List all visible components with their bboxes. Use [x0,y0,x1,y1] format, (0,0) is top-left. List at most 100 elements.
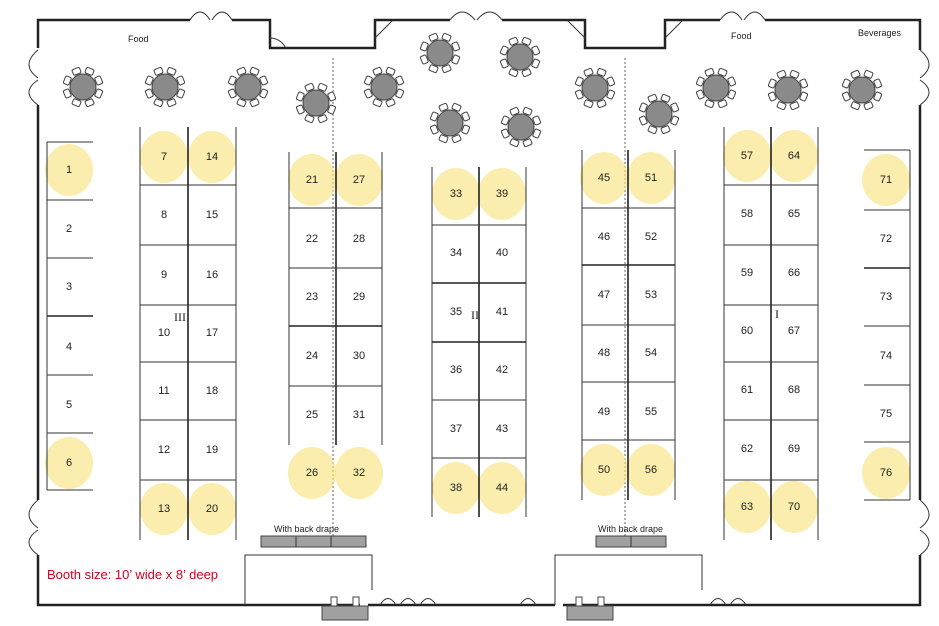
booth-13[interactable]: 13 [158,503,170,515]
booth-62[interactable]: 62 [741,443,753,455]
booth-8[interactable]: 8 [161,209,167,221]
highlight-booth-20 [188,483,236,535]
booth-5[interactable]: 5 [66,399,72,411]
highlight-booth-27 [335,154,383,206]
booth-46[interactable]: 46 [598,231,610,243]
booth-1[interactable]: 1 [66,164,72,176]
booth-29[interactable]: 29 [353,291,365,303]
booth-61[interactable]: 61 [741,384,753,396]
booth-73[interactable]: 73 [880,291,892,303]
booth-71[interactable]: 71 [880,174,892,186]
booth-16[interactable]: 16 [206,269,218,281]
round-table-5 [363,66,405,108]
booth-48[interactable]: 48 [598,347,610,359]
section-label-I: I [775,307,779,321]
booth-3[interactable]: 3 [66,281,72,293]
booth-14[interactable]: 14 [206,151,218,163]
booth-47[interactable]: 47 [598,289,610,301]
booth-28[interactable]: 28 [353,233,365,245]
booth-44[interactable]: 44 [496,482,508,494]
booth-75[interactable]: 75 [880,408,892,420]
booth-2[interactable]: 2 [66,223,72,235]
drape-label-right: With back drape [598,524,663,534]
booth-64[interactable]: 64 [788,150,800,162]
booth-9[interactable]: 9 [161,269,167,281]
booth-55[interactable]: 55 [645,406,657,418]
booth-26[interactable]: 26 [306,467,318,479]
booth-74[interactable]: 74 [880,350,892,362]
booth-23[interactable]: 23 [306,291,318,303]
booth-50[interactable]: 50 [598,464,610,476]
booth-51[interactable]: 51 [645,172,657,184]
booth-33[interactable]: 33 [450,188,462,200]
booth-56[interactable]: 56 [645,464,657,476]
booth-63[interactable]: 63 [741,501,753,513]
booth-20[interactable]: 20 [206,503,218,515]
booth-72[interactable]: 72 [880,233,892,245]
highlight-booth-64 [770,130,818,182]
round-table-11 [638,93,680,135]
booth-54[interactable]: 54 [645,347,657,359]
booth-numbers: 1234567891011121314151617181920212223242… [66,150,892,515]
booth-4[interactable]: 4 [66,341,72,353]
round-table-9 [500,106,542,148]
booth-34[interactable]: 34 [450,247,462,259]
booth-21[interactable]: 21 [306,174,318,186]
booth-24[interactable]: 24 [306,350,318,362]
booth-31[interactable]: 31 [353,409,365,421]
booth-17[interactable]: 17 [206,327,218,339]
booth-43[interactable]: 43 [496,423,508,435]
booth-70[interactable]: 70 [788,501,800,513]
booth-10[interactable]: 10 [158,327,170,339]
booth-25[interactable]: 25 [306,409,318,421]
highlight-booth-56 [627,444,675,496]
highlight-booth-71 [862,154,910,206]
booth-53[interactable]: 53 [645,289,657,301]
highlight-booth-32 [335,447,383,499]
booth-59[interactable]: 59 [741,267,753,279]
booth-45[interactable]: 45 [598,172,610,184]
booth-68[interactable]: 68 [788,384,800,396]
highlight-booth-7 [140,131,188,183]
drape-label-left: With back drape [274,524,339,534]
booth-52[interactable]: 52 [645,231,657,243]
booth-41[interactable]: 41 [496,306,508,318]
booth-49[interactable]: 49 [598,406,610,418]
round-table-2 [144,66,186,108]
booth-12[interactable]: 12 [158,444,170,456]
booth-36[interactable]: 36 [450,364,462,376]
booth-60[interactable]: 60 [741,325,753,337]
section-label-III: III [174,310,186,324]
booth-40[interactable]: 40 [496,247,508,259]
booth-39[interactable]: 39 [496,188,508,200]
round-table-6 [419,32,461,74]
booth-65[interactable]: 65 [788,208,800,220]
booth-76[interactable]: 76 [880,467,892,479]
highlight-booth-44 [478,462,526,514]
booth-37[interactable]: 37 [450,423,462,435]
booth-19[interactable]: 19 [206,444,218,456]
booth-6[interactable]: 6 [66,457,72,469]
booth-11[interactable]: 11 [158,385,169,397]
booth-15[interactable]: 15 [206,209,218,221]
booth-35[interactable]: 35 [450,306,462,318]
booth-69[interactable]: 69 [788,443,800,455]
booth-22[interactable]: 22 [306,233,318,245]
booth-7[interactable]: 7 [161,151,167,163]
round-table-3 [227,66,269,108]
round-table-7 [499,36,541,78]
booth-57[interactable]: 57 [741,150,753,162]
booth-30[interactable]: 30 [353,350,365,362]
booth-18[interactable]: 18 [206,385,218,397]
booth-38[interactable]: 38 [450,482,462,494]
booth-42[interactable]: 42 [496,364,508,376]
booth-66[interactable]: 66 [788,267,800,279]
booth-58[interactable]: 58 [741,208,753,220]
round-table-14 [841,69,883,111]
highlight-booth-51 [627,152,675,204]
booth-67[interactable]: 67 [788,325,800,337]
highlight-booth-63 [723,481,771,533]
booth-32[interactable]: 32 [353,467,365,479]
booth-27[interactable]: 27 [353,174,365,186]
bottom-equipment-right [566,596,614,621]
